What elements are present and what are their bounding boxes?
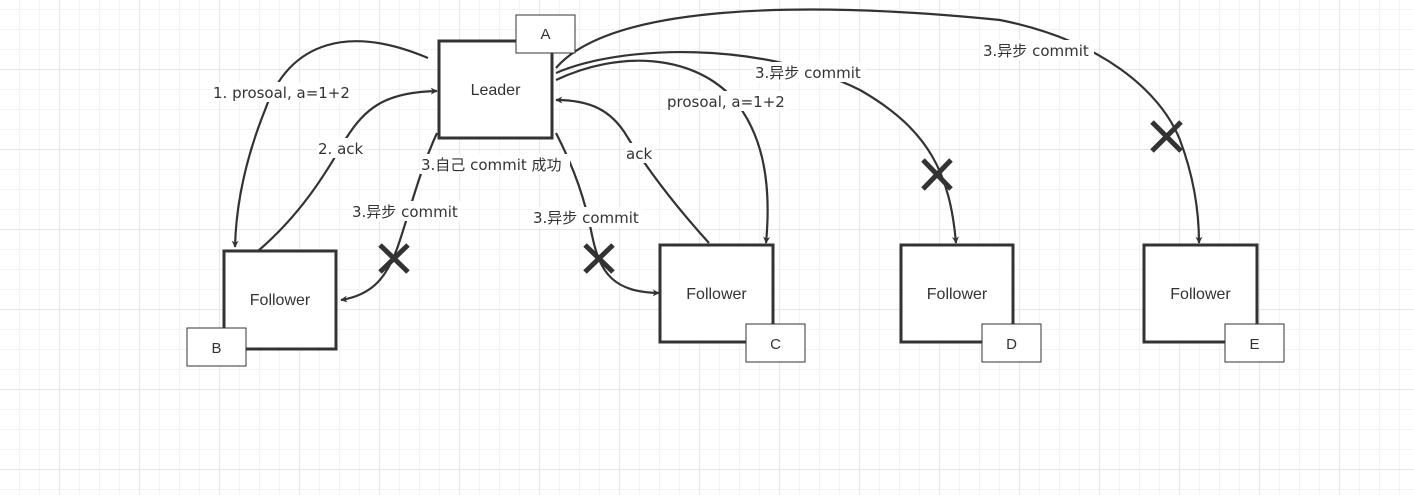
follower-e-tag-box <box>1224 323 1285 363</box>
follower-c-tag-box <box>745 323 806 363</box>
label-async-commit-b: 3.异步 commit <box>352 203 458 221</box>
follower-e-label: Follower <box>1170 286 1231 303</box>
leader-label: Leader <box>471 82 521 99</box>
label-proposal-b: 1. prosoal, a=1+2 <box>213 84 350 102</box>
failure-marks <box>378 120 1183 274</box>
follower-d-label: Follower <box>927 286 988 303</box>
edge-ack-from-c <box>555 96 710 244</box>
follower-d-tag: D <box>1006 336 1017 353</box>
follower-b-node: Follower B <box>186 249 338 367</box>
leader-tag: A <box>540 26 550 43</box>
label-ack-b: 2. ack <box>318 140 364 158</box>
cross-icon <box>921 158 953 191</box>
follower-b-tag: B <box>211 340 221 357</box>
label-proposal-c: prosoal, a=1+2 <box>667 93 785 111</box>
leader-node: Leader A <box>437 14 576 140</box>
follower-c-node: Follower C <box>658 243 806 363</box>
follower-d-node: Follower D <box>899 243 1042 363</box>
follower-d-tag-box <box>981 323 1042 363</box>
follower-e-tag: E <box>1249 336 1259 353</box>
cross-icon <box>1150 120 1183 153</box>
cross-icon <box>583 243 615 274</box>
label-self-commit: 3.自己 commit 成功 <box>421 156 562 174</box>
cross-icon <box>378 243 410 274</box>
edge-ack-from-b <box>257 87 438 252</box>
label-ack-c: ack <box>626 145 652 163</box>
edge-async-commit-to-e <box>555 8 1203 244</box>
edge-proposal-to-b <box>231 40 429 248</box>
follower-b-label: Follower <box>250 292 311 309</box>
follower-b-tag-box <box>186 327 247 367</box>
label-async-commit-e: 3.异步 commit <box>983 42 1089 60</box>
label-async-commit-c: 3.异步 commit <box>533 209 639 227</box>
follower-c-tag: C <box>770 336 781 353</box>
follower-c-label: Follower <box>686 286 747 303</box>
edge-labels: 1. prosoal, a=1+2 2. ack 3.自己 commit 成功 … <box>212 40 1094 227</box>
leader-tag-box <box>515 14 576 54</box>
follower-e-node: Follower E <box>1142 243 1285 363</box>
edge-async-commit-to-c <box>555 132 660 297</box>
label-async-commit-d: 3.异步 commit <box>755 64 861 82</box>
